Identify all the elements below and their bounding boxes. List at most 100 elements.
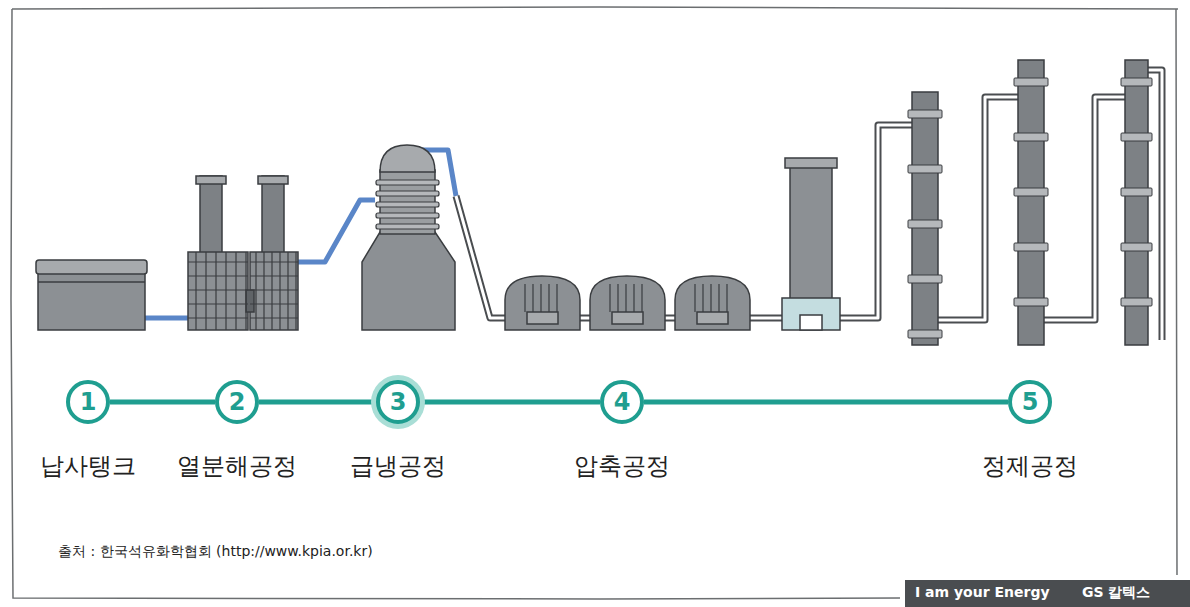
step-label: 급냉공정: [350, 450, 446, 482]
pipe: [1044, 97, 1125, 320]
timeline-segment: [420, 400, 600, 405]
furnace-rib: [188, 252, 298, 330]
compressor: [527, 312, 558, 324]
column-tray: [1014, 188, 1048, 196]
compressor: [694, 284, 695, 312]
pipe: [456, 196, 505, 318]
compressor: [718, 284, 719, 312]
frame: [11, 7, 1178, 599]
cracking-furnace: [196, 176, 226, 184]
furnace-rib: [216, 252, 272, 330]
column-tray: [1014, 243, 1048, 251]
distillation-column: [912, 60, 1148, 345]
compressor: [609, 284, 610, 312]
compressor: [524, 284, 525, 312]
process-step: 4 압축공정: [574, 380, 670, 482]
furnace-rib: [226, 252, 280, 330]
tower-ring: [376, 224, 439, 229]
separator-drum: [800, 315, 822, 330]
pipe-core: [456, 70, 1162, 340]
compressor: [556, 284, 557, 312]
tower-ring: [376, 191, 439, 196]
timeline-segment: [259, 400, 376, 405]
column-tray: [908, 330, 942, 338]
furnace-rib: [188, 289, 298, 290]
cracking-furnace: [258, 176, 288, 184]
step-number: 2: [215, 380, 259, 424]
compressor: [675, 276, 750, 330]
step-label: 열분해공정: [177, 450, 297, 482]
naphtha-tank: [38, 281, 145, 283]
column-tray: [1014, 78, 1048, 86]
pipe: [835, 125, 912, 318]
quench-tower: [362, 232, 455, 330]
timeline-segment: [644, 400, 1008, 405]
column-tray: [908, 275, 942, 283]
compressor: [641, 284, 642, 312]
step-label: 납사탱크: [40, 450, 136, 482]
column-tray: [1121, 298, 1152, 306]
column-tray: [908, 78, 1152, 338]
furnace-rib: [206, 252, 264, 330]
naphtha-tank: [38, 270, 145, 330]
distillation-column: [912, 92, 938, 345]
naphtha-tank: [36, 260, 147, 330]
step-label: 압축공정: [574, 450, 670, 482]
separator-drum: [782, 158, 840, 330]
separator-drum: [782, 298, 840, 330]
separator-drum: [790, 165, 832, 300]
compressor: [505, 276, 580, 330]
column-tray: [908, 110, 942, 118]
tower-ring: [376, 180, 439, 185]
pipe-core: [835, 125, 912, 318]
cracking-furnace: [188, 176, 298, 330]
compressor: [633, 284, 634, 312]
step-label: 정제공정: [982, 450, 1078, 482]
compressor: [726, 284, 727, 312]
pipe-core: [1044, 97, 1125, 320]
quench-tower: [380, 145, 435, 172]
column-tray: [908, 165, 942, 173]
tower-ring: [376, 213, 439, 218]
furnace-rib: [246, 252, 296, 330]
timeline-segment: [110, 400, 215, 405]
timeline-line: [644, 402, 1008, 403]
naphtha-tank: [36, 260, 147, 274]
process-step: 5 정제공정: [982, 380, 1078, 482]
pipe: [456, 70, 1162, 340]
column-tray: [908, 220, 942, 228]
column-tray: [1121, 78, 1152, 86]
process-step: 2 열분해공정: [177, 380, 297, 482]
column-tray: [1121, 243, 1152, 251]
logo-text: GS 칼텍스: [1082, 584, 1150, 602]
compressor: [532, 284, 533, 312]
blue-pipe: [298, 200, 375, 262]
compressor: [540, 284, 541, 312]
pipe-core: [456, 196, 505, 318]
furnace-rib: [188, 303, 298, 304]
timeline-line: [110, 402, 215, 403]
compressor: [548, 284, 549, 312]
furnace-rib: [188, 275, 298, 276]
timeline-line: [420, 402, 600, 403]
column-tray: [1121, 133, 1152, 141]
quench-tower: [362, 145, 455, 330]
step-number: 1: [66, 380, 110, 424]
blue-pipe: [145, 316, 188, 321]
step-number: 4: [600, 380, 644, 424]
step-number: 5: [1008, 380, 1052, 424]
compressor: [617, 284, 618, 312]
column-tray: [1121, 188, 1152, 196]
separator-drum: [785, 158, 837, 168]
process-step: 1 납사탱크: [40, 380, 136, 482]
logo-text: I am your Energy: [915, 584, 1050, 600]
tower-ring: [376, 202, 439, 207]
compressor: [612, 312, 643, 324]
step-number: 3: [376, 380, 420, 424]
process-step: 3 급냉공정: [350, 380, 446, 482]
compressor: [505, 276, 750, 330]
compressor: [697, 312, 728, 324]
